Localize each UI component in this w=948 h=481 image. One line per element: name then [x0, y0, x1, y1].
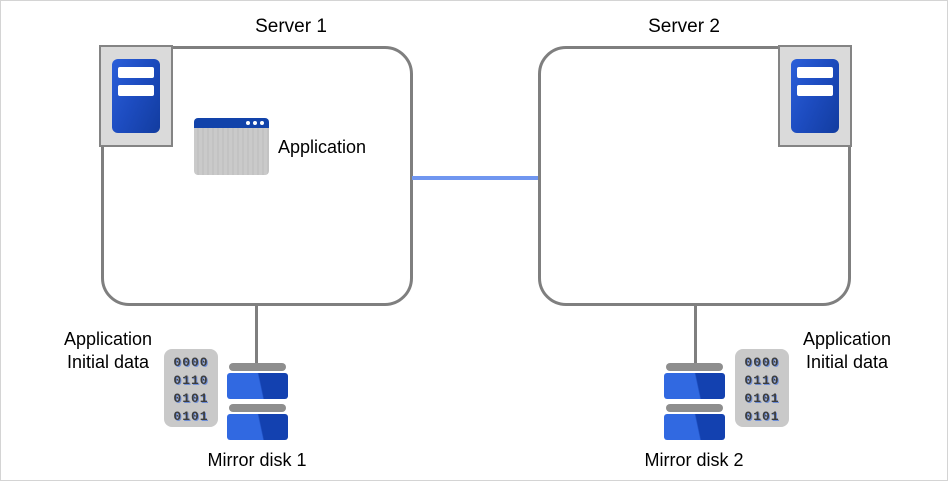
mirror-disk2-icon — [664, 363, 725, 440]
mirror-disk2-label: Mirror disk 2 — [644, 450, 744, 470]
drive-slot — [797, 67, 833, 78]
mirror-disk1-icon — [227, 363, 288, 440]
server-tower-icon — [791, 59, 839, 133]
drive-slot — [797, 85, 833, 96]
disk-cap — [229, 363, 286, 371]
binary-data-icon-right: 0000 0110 0101 0101 — [735, 349, 789, 427]
disk-cap — [666, 363, 723, 371]
binary-row: 0101 — [173, 391, 209, 406]
binary-row: 0101 — [744, 409, 780, 424]
initial-data-caption-left: Application Initial data — [28, 328, 188, 374]
caption-line: Initial data — [805, 352, 889, 372]
drive-slot — [118, 67, 154, 78]
caption-line: Application — [63, 329, 153, 349]
server1-title: Server 1 — [255, 16, 327, 37]
binary-row: 0101 — [744, 391, 780, 406]
disk-cap — [229, 404, 286, 412]
application-label: Application — [278, 137, 367, 157]
binary-row: 0000 — [173, 355, 209, 370]
binary-data-icon-left: 0000 0110 0101 0101 — [164, 349, 218, 427]
disk-cap — [666, 404, 723, 412]
disk-platter — [227, 414, 288, 440]
binary-row: 0101 — [173, 409, 209, 424]
server1-disk-connector — [255, 303, 258, 364]
network-link-line — [412, 176, 538, 180]
binary-row: 0110 — [744, 373, 780, 388]
disk-platter — [664, 373, 725, 399]
server2-title: Server 2 — [648, 16, 720, 37]
application-window-icon — [194, 118, 269, 175]
server1-icon — [99, 45, 173, 147]
window-buttons-icon — [246, 121, 264, 125]
disk-platter — [664, 414, 725, 440]
server2-icon — [778, 45, 852, 147]
server2-disk-connector — [694, 303, 697, 364]
binary-row: 0110 — [173, 373, 209, 388]
mirror-disk1-label: Mirror disk 1 — [207, 450, 307, 470]
initial-data-caption-right: Application Initial data — [767, 328, 927, 374]
caption-line: Application — [802, 329, 892, 349]
disk-platter — [227, 373, 288, 399]
server-tower-icon — [112, 59, 160, 133]
drive-slot — [118, 85, 154, 96]
window-titlebar — [194, 118, 269, 128]
binary-row: 0000 — [744, 355, 780, 370]
caption-line: Initial data — [66, 352, 150, 372]
window-body — [194, 128, 269, 175]
